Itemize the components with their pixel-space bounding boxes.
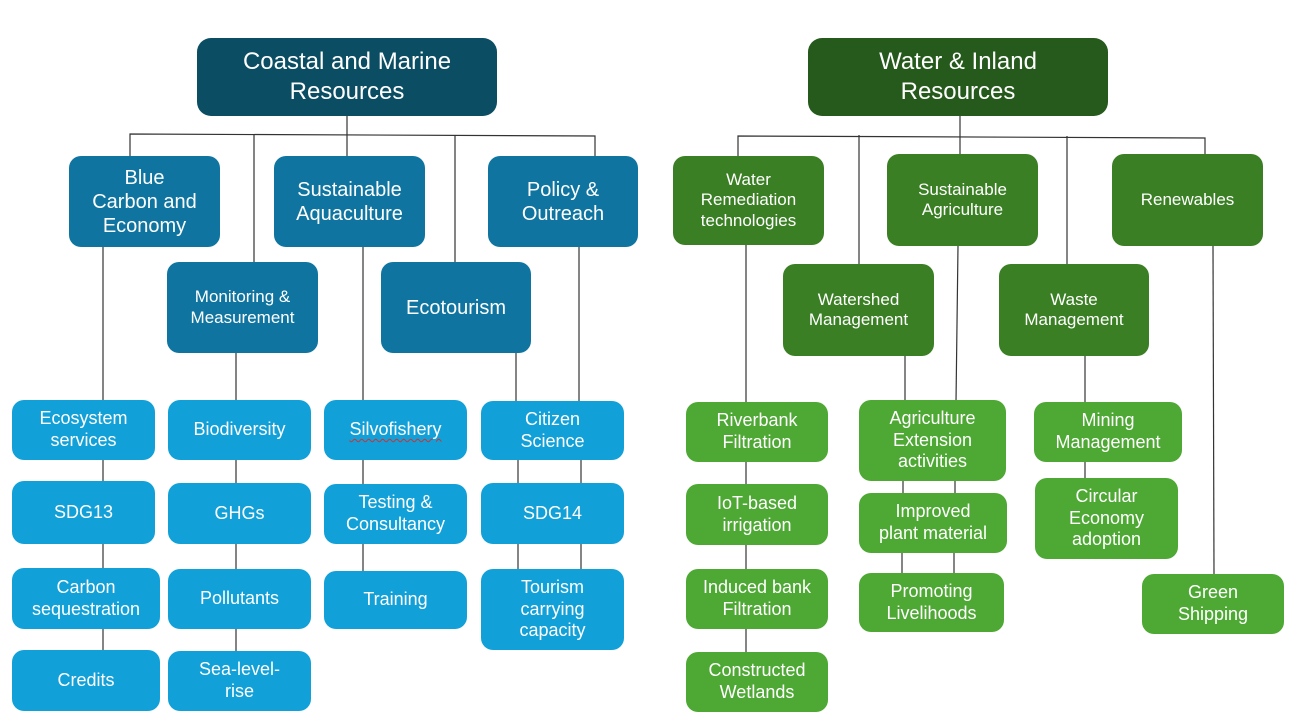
- policy-outreach-node: Policy & Outreach: [488, 156, 638, 247]
- silvofishery-node: Silvofishery: [324, 400, 467, 460]
- sustainable-aquaculture-node: Sustainable Aquaculture: [274, 156, 425, 247]
- green-shipping-node: Green Shipping: [1142, 574, 1284, 634]
- ghgs-node: GHGs: [168, 483, 311, 544]
- sdg14-node: SDG14: [481, 483, 624, 544]
- iot-based-irrigation-node: IoT-based irrigation: [686, 484, 828, 545]
- connector: [737, 135, 1206, 156]
- mining-management-node: Mining Management: [1034, 402, 1182, 462]
- biodiversity-node: Biodiversity: [168, 400, 311, 460]
- silvofishery-label: Silvofishery: [349, 419, 442, 440]
- renewables-node: Renewables: [1112, 154, 1263, 246]
- pollutants-node: Pollutants: [168, 569, 311, 629]
- connector: [1212, 245, 1215, 576]
- coastal-marine-root-node: Coastal and Marine Resources: [197, 38, 497, 116]
- blue-carbon-economy-node: Blue Carbon and Economy: [69, 156, 220, 247]
- sea-level-rise-node: Sea-level- rise: [168, 651, 311, 711]
- waste-management-node: Waste Management: [999, 264, 1149, 356]
- circular-economy-node: Circular Economy adoption: [1035, 478, 1178, 559]
- ecosystem-services-node: Ecosystem services: [12, 400, 155, 460]
- credits-node: Credits: [12, 650, 160, 711]
- sustainable-agriculture-node: Sustainable Agriculture: [887, 154, 1038, 246]
- ecotourism-node: Ecotourism: [381, 262, 531, 353]
- connector: [955, 245, 959, 403]
- tourism-carrying-capacity-node: Tourism carrying capacity: [481, 569, 624, 650]
- connector: [129, 133, 596, 156]
- citizen-science-node: Citizen Science: [481, 401, 624, 460]
- improved-plant-material-node: Improved plant material: [859, 493, 1007, 553]
- water-remediation-node: Water Remediation technologies: [673, 156, 824, 245]
- induced-bank-filtration-node: Induced bank Filtration: [686, 569, 828, 629]
- testing-consultancy-node: Testing & Consultancy: [324, 484, 467, 544]
- water-inland-root-node: Water & Inland Resources: [808, 38, 1108, 116]
- agriculture-extension-node: Agriculture Extension activities: [859, 400, 1006, 481]
- promoting-livelihoods-node: Promoting Livelihoods: [859, 573, 1004, 632]
- sdg13-node: SDG13: [12, 481, 155, 544]
- watershed-management-node: Watershed Management: [783, 264, 934, 356]
- carbon-sequestration-node: Carbon sequestration: [12, 568, 160, 629]
- monitoring-measurement-node: Monitoring & Measurement: [167, 262, 318, 353]
- constructed-wetlands-node: Constructed Wetlands: [686, 652, 828, 712]
- training-node: Training: [324, 571, 467, 629]
- riverbank-filtration-node: Riverbank Filtration: [686, 402, 828, 462]
